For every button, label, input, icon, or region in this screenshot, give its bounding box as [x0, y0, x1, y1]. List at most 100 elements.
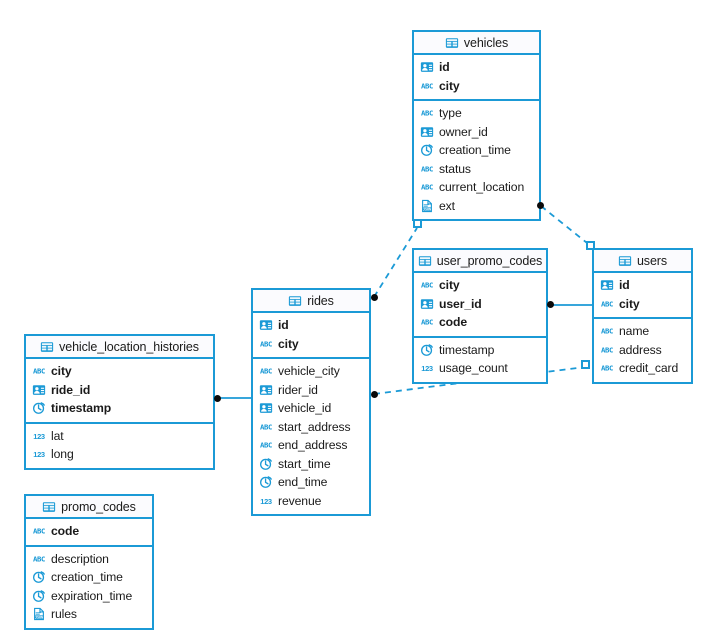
field-row[interactable]: end_time — [253, 473, 369, 492]
abc-icon: ABC — [33, 554, 45, 563]
field-row[interactable]: start_time — [253, 455, 369, 474]
number-icon: 123 — [33, 432, 45, 441]
svg-text:ABC: ABC — [601, 345, 613, 354]
field-row[interactable]: 123 lat — [26, 427, 213, 446]
field-name: start_address — [278, 419, 351, 434]
field-name: expiration_time — [51, 588, 133, 603]
abc-icon: ABC — [601, 327, 613, 336]
abc-icon: ABC — [601, 364, 613, 373]
field-name: user_id — [439, 296, 482, 311]
svg-text:ABC: ABC — [421, 81, 433, 90]
relationship-source-dot[interactable] — [214, 395, 221, 402]
abc-icon: ABC — [260, 422, 272, 431]
relationship-source-dot[interactable] — [371, 391, 378, 398]
table-icon — [43, 501, 56, 512]
field-row[interactable]: ABC code — [414, 313, 546, 332]
field-name: vehicle_city — [278, 364, 340, 379]
table-header-vehicle_location_histories[interactable]: vehicle_location_histories — [26, 336, 213, 359]
table-header-vehicles[interactable]: vehicles — [414, 32, 539, 55]
field-row[interactable]: expiration_time — [26, 587, 152, 606]
abc-icon: ABC — [601, 299, 613, 308]
abc-icon: ABC — [260, 339, 272, 348]
table-icon — [418, 255, 431, 266]
field-row[interactable]: vehicle_id — [253, 399, 369, 418]
field-row[interactable]: timestamp — [26, 399, 213, 418]
abc-icon: ABC — [421, 109, 433, 118]
field-name: end_time — [278, 475, 328, 490]
abc-icon: ABC — [421, 183, 433, 192]
field-name: timestamp — [439, 342, 495, 357]
field-row[interactable]: id — [594, 276, 691, 295]
id-card-icon — [32, 384, 46, 395]
table-header-rides[interactable]: rides — [253, 290, 369, 313]
clock-icon — [260, 457, 272, 470]
field-row[interactable]: creation_time — [26, 568, 152, 587]
field-row[interactable]: user_id — [414, 295, 546, 314]
field-name: id — [619, 278, 630, 293]
clock-icon — [260, 476, 272, 489]
relationship-target-square[interactable] — [586, 241, 595, 250]
field-row[interactable]: 123 long — [26, 445, 213, 464]
field-row[interactable]: id — [253, 316, 369, 335]
field-row[interactable]: id — [414, 58, 539, 77]
field-name: long — [51, 447, 74, 462]
relationship-target-square[interactable] — [581, 360, 590, 369]
table-header-user_promo_codes[interactable]: user_promo_codes — [414, 250, 546, 273]
relationship-source-dot[interactable] — [371, 294, 378, 301]
relationship-target-square[interactable] — [413, 219, 422, 228]
svg-text:ABC: ABC — [33, 367, 45, 376]
field-row[interactable]: ABC type — [414, 104, 539, 123]
field-name: code — [439, 315, 468, 330]
field-row[interactable]: rider_id — [253, 381, 369, 400]
relationship-source-dot[interactable] — [547, 301, 554, 308]
abc-icon: ABC — [421, 164, 433, 173]
field-row[interactable]: owner_id — [414, 123, 539, 142]
field-name: id — [278, 318, 289, 333]
table-header-users[interactable]: users — [594, 250, 691, 273]
id-card-icon — [259, 384, 273, 395]
field-row[interactable]: creation_time — [414, 141, 539, 160]
relationship-vehicles-to-users[interactable] — [540, 205, 593, 248]
table-header-promo_codes[interactable]: promo_codes — [26, 496, 152, 519]
abc-icon: ABC — [421, 318, 433, 327]
svg-text:ABC: ABC — [601, 299, 613, 308]
field-row[interactable]: ride_id — [26, 381, 213, 400]
svg-text:123: 123 — [33, 450, 45, 459]
field-row[interactable]: ABC start_address — [253, 418, 369, 437]
field-name: lat — [51, 428, 64, 443]
field-name: type — [439, 106, 462, 121]
clock-icon — [33, 589, 45, 602]
relationship-rides-to-vehicles[interactable] — [373, 227, 418, 298]
relationship-source-dot[interactable] — [537, 202, 544, 209]
field-name: ride_id — [51, 382, 91, 397]
id-card-icon — [420, 298, 434, 309]
field-row[interactable]: timestamp — [414, 341, 546, 360]
